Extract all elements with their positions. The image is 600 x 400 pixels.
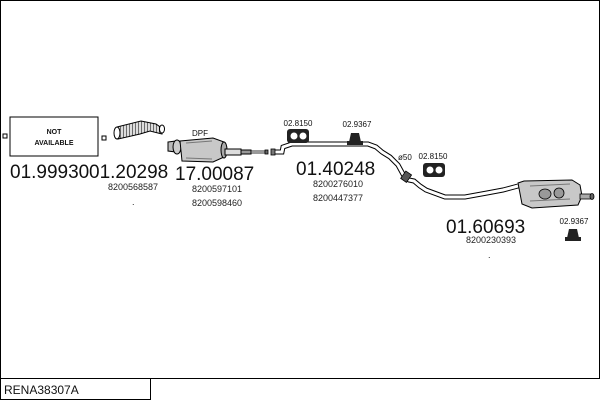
part-ref-5a: 8200230393 <box>466 235 516 245</box>
accessory-number-2: 02.9367 <box>343 120 372 129</box>
rubber-mount-icon-1 <box>287 129 309 143</box>
part-ref-2b: . <box>132 197 135 207</box>
part-number-4: 01.40248 <box>296 159 375 180</box>
rear-muffler <box>400 170 595 209</box>
part-ref-4a: 8200276010 <box>313 179 363 189</box>
clamp-icon-1 <box>347 133 363 145</box>
not-available-box <box>9 116 99 157</box>
part-number-2: 01.20298 <box>89 162 168 183</box>
part-number-3: 17.00087 <box>175 164 254 185</box>
part-ref-3b: 8200598460 <box>192 198 242 208</box>
intermediate-pipe <box>270 141 407 178</box>
part-ref-2a: 8200568587 <box>108 182 158 192</box>
part-ref-3a: 8200597101 <box>192 184 242 194</box>
dpf-unit <box>167 137 269 163</box>
connector-marker-left <box>2 133 8 139</box>
clamp-icon-2 <box>565 229 581 241</box>
accessory-number-1: 02.8150 <box>284 119 313 128</box>
diameter-label: ø50 <box>398 153 412 162</box>
rubber-mount-icon-2 <box>423 163 445 177</box>
accessory-number-4: 02.9367 <box>560 217 589 226</box>
dpf-label: DPF <box>192 129 208 138</box>
accessory-number-3: 02.8150 <box>419 152 448 161</box>
connector-marker-right <box>101 135 107 141</box>
part-number-1: 01.99930 <box>10 162 89 183</box>
part-ref-5b: . <box>488 250 491 260</box>
diagram-code: RENA38307A <box>4 383 79 397</box>
not-available-line2: AVAILABLE <box>34 140 73 147</box>
part-ref-4b: 8200447377 <box>313 193 363 203</box>
not-available-line1: NOT <box>47 129 63 136</box>
flexible-pipe <box>113 120 165 140</box>
part-number-5: 01.60693 <box>446 217 525 238</box>
